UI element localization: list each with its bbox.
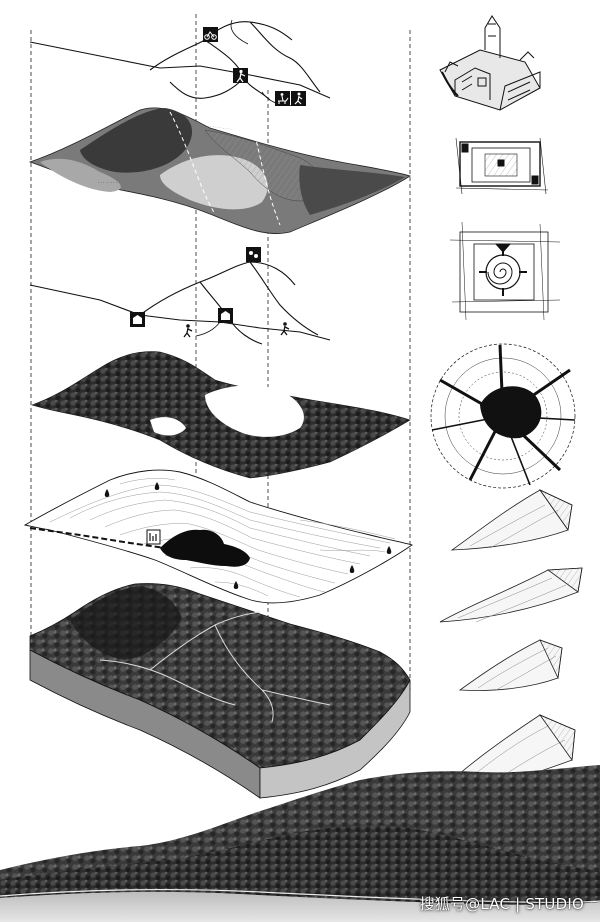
panorama-shoreline <box>0 889 600 904</box>
lodging-icon <box>218 308 233 323</box>
horse-rider-icon <box>275 91 290 106</box>
slope-section-4 <box>451 714 576 791</box>
water-drop-icons <box>104 482 392 589</box>
water-drop-icon <box>154 482 160 490</box>
land-cover-tiny-label-2: · · · · · · · · <box>98 180 117 185</box>
picnic-icon <box>246 247 261 262</box>
water-drop-icon <box>104 489 110 497</box>
tree-rings-sketch <box>430 343 576 489</box>
slope-section-1 <box>450 489 573 551</box>
plan-sketch <box>455 137 549 195</box>
terrain-block-side <box>259 679 411 799</box>
alignment-guides <box>30 14 411 700</box>
hiker-icon <box>183 324 193 338</box>
slope-section-2 <box>439 567 583 623</box>
panorama-lake <box>0 891 600 922</box>
bicycle-icon <box>203 27 218 42</box>
river-path <box>29 527 166 549</box>
lodging-icon <box>130 312 145 327</box>
layer-land-cover-map: · · · · · · · · · · · · · · · · · · · · … <box>28 107 411 234</box>
walker-icon <box>291 91 306 106</box>
route-icons-lower <box>130 247 290 338</box>
mountain-lake-panorama <box>0 765 600 922</box>
terrain-peak-shade <box>70 586 182 660</box>
hiker-icon <box>233 68 248 83</box>
terrain-trails <box>99 611 331 723</box>
route-icons-upper <box>203 27 306 106</box>
hiker-icon <box>280 322 290 336</box>
lake-shape <box>160 529 250 567</box>
forest-clearing-2 <box>150 417 186 436</box>
land-cover-dark-strip <box>299 165 405 215</box>
land-cover-tiny-label-1: · · · · · · · · · · · <box>205 123 232 132</box>
layer-hydrology-contours <box>23 469 414 604</box>
slope-section-3 <box>458 639 563 691</box>
watermark: 搜狐号@LAC | STUDIO <box>419 895 584 913</box>
land-cover-light-patch <box>160 155 268 210</box>
spiral-sketch <box>449 221 561 321</box>
land-cover-mid-patch <box>40 158 121 192</box>
water-drop-icon <box>233 581 239 589</box>
layer-routes-lower <box>29 261 331 345</box>
land-cover-tiny-label-3: · · · · · · · · · · <box>319 197 344 206</box>
forest-clearing <box>205 385 304 437</box>
water-drop-icon <box>386 546 392 554</box>
land-cover-dark-patch <box>80 108 193 173</box>
facility-icon <box>146 529 161 545</box>
water-drop-icon <box>349 565 355 573</box>
castle-sketch <box>439 15 541 111</box>
layer-terrain-block <box>29 583 411 799</box>
layer-forest-texture <box>31 351 411 479</box>
